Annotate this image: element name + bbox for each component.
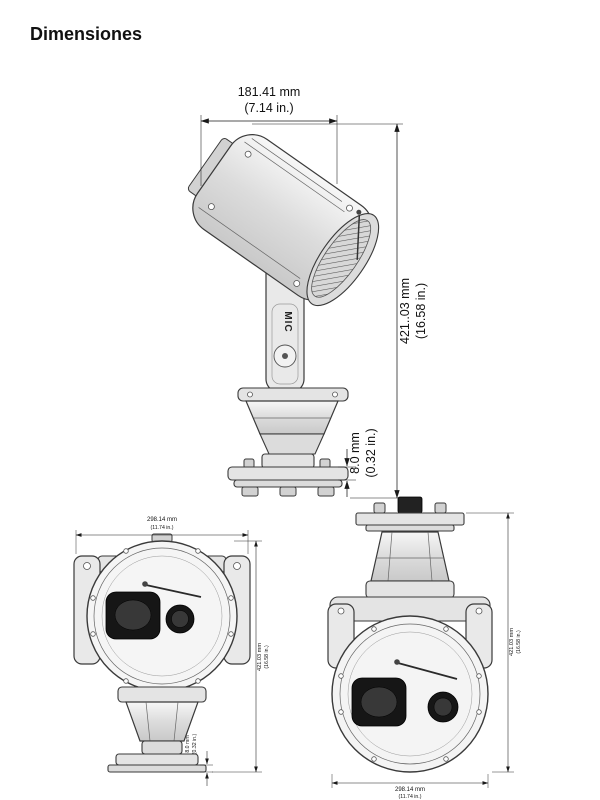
side-height-in: (16.58 in.): [414, 283, 428, 339]
rear-wiper-arm: [397, 662, 458, 680]
page-title: Dimensiones: [30, 24, 143, 44]
front-camera-head: [86, 540, 238, 692]
front-view-drawing: [73, 533, 251, 773]
side-view-drawing: MIC: [187, 134, 380, 497]
lens-window: [311, 219, 372, 298]
side-view-dimensions: 181.41 mm (7.14 in.) 421..03 mm (16.58 i…: [200, 85, 428, 499]
side-width-in: (7.14 in.): [244, 101, 293, 115]
rear-width-mm: 298.14 mm: [395, 787, 425, 793]
front-height-in: (16.58 in.): [264, 645, 270, 669]
rear-height-mm: 421.03 mm: [509, 628, 515, 656]
rear-mounting: [355, 496, 465, 532]
front-width-mm: 298.14 mm: [147, 517, 177, 523]
product-label: MIC: [282, 311, 293, 332]
side-base-in: (0.32 in.): [364, 428, 378, 477]
side-base-mm: 8.0 mm: [348, 432, 362, 474]
rear-view-drawing: [327, 496, 493, 773]
front-wiper-arm: [145, 584, 202, 598]
rear-height-in: (16.58 in.): [516, 630, 522, 654]
cable-connector: [397, 496, 423, 514]
rear-width-in: (11.74 in.): [399, 794, 422, 800]
side-base-flange: [227, 453, 349, 497]
rear-pedestal: [365, 531, 455, 599]
front-base-flange: [115, 753, 199, 766]
front-view-dimensions: 298.14 mm (11.74 in.) 421.03 mm (16.58 i…: [75, 517, 270, 786]
side-height-mm: 421..03 mm: [398, 278, 412, 344]
front-width-in: (11.74 in.): [151, 525, 174, 531]
side-camera-head: [187, 134, 380, 307]
front-pedestal: [107, 686, 207, 773]
front-base-mm: 8.0 mm: [185, 735, 191, 752]
front-height-mm: 421.03 mm: [257, 643, 263, 671]
rear-mounting-plate: [355, 512, 465, 526]
wiper-arm: [356, 214, 361, 260]
side-pedestal: [237, 387, 349, 455]
rear-camera-head: [331, 615, 489, 773]
side-width-mm: 181.41 mm: [238, 85, 301, 99]
rear-view-dimensions: 421.03 mm (16.58 in.) 298.14 mm (11.74 i…: [331, 512, 522, 800]
front-base-in: (0.32 in.): [192, 733, 198, 754]
